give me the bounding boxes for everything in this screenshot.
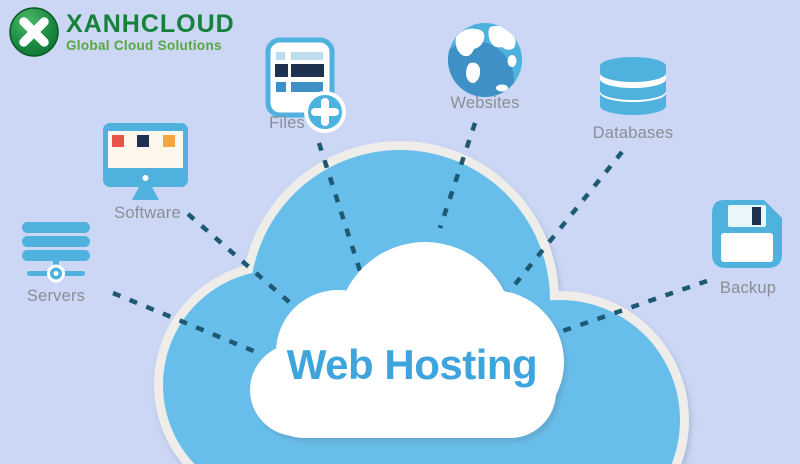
connector-software: [186, 212, 305, 316]
node-files: Files: [262, 34, 350, 134]
connector-servers: [112, 290, 257, 355]
server-stack-icon: [22, 222, 90, 283]
database-cylinder-icon: [600, 57, 666, 115]
node-databases: Databases: [592, 54, 674, 143]
connector-files: [316, 142, 363, 272]
brand-logo: XANHCLOUD Global Cloud Solutions: [8, 6, 235, 58]
floppy-disk-icon: [712, 200, 782, 268]
monitor-icon: [103, 123, 188, 200]
software-label: Software: [114, 204, 181, 222]
globe-icon: [448, 23, 522, 97]
databases-label: Databases: [592, 124, 674, 142]
node-software: Software: [100, 120, 195, 223]
backup-label: Backup: [719, 279, 777, 297]
servers-label: Servers: [26, 287, 86, 305]
connector-backup: [556, 278, 708, 336]
connector-websites: [437, 122, 478, 229]
node-backup: Backup: [708, 198, 788, 298]
brand-name: XANHCLOUD: [66, 10, 235, 38]
logo-x-icon: [9, 7, 59, 57]
web-hosting-title: Web Hosting: [286, 341, 538, 388]
inner-cloud: [250, 242, 564, 438]
connector-databases: [506, 150, 624, 295]
node-websites: Websites: [446, 21, 524, 113]
node-servers: Servers: [18, 218, 94, 306]
connectors: [112, 122, 708, 355]
document-plus-icon: [265, 37, 346, 133]
files-label: Files: [269, 114, 305, 132]
brand-tagline: Global Cloud Solutions: [66, 38, 222, 53]
websites-label: Websites: [450, 94, 520, 112]
